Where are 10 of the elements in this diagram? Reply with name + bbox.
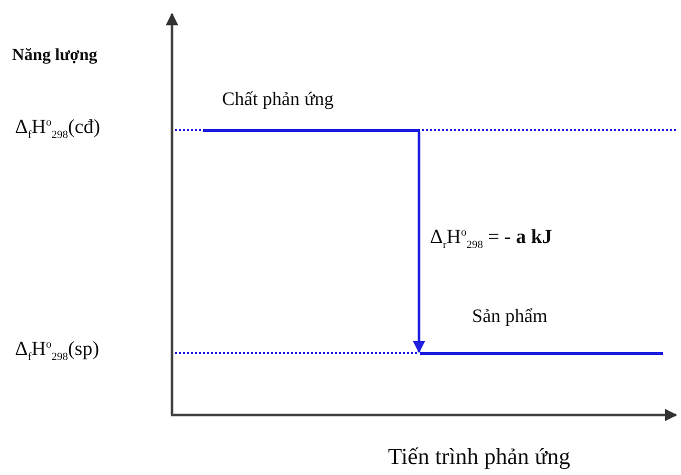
axis-label: Năng lượng (12, 46, 98, 65)
enthalpy-label: Δ$_{f}$H$^{o}$$_{298}$(sp) (15, 338, 100, 364)
enthalpy-change-arrow (412, 132, 426, 354)
energy-level-line (420, 352, 663, 355)
enthalpy-label: Δ$_{f}$H$^{o}$$_{298}$(cđ) (15, 116, 100, 142)
level-label: Sản phẩm (472, 307, 548, 328)
edge-label: Δ$_{r}$H$^{o}$$_{298}$ = - a kJ (430, 226, 552, 252)
energy-level-line (203, 129, 420, 132)
level-label: Chất phản ứng (222, 90, 334, 111)
axis-label: Tiến trình phản ứng (388, 444, 570, 470)
